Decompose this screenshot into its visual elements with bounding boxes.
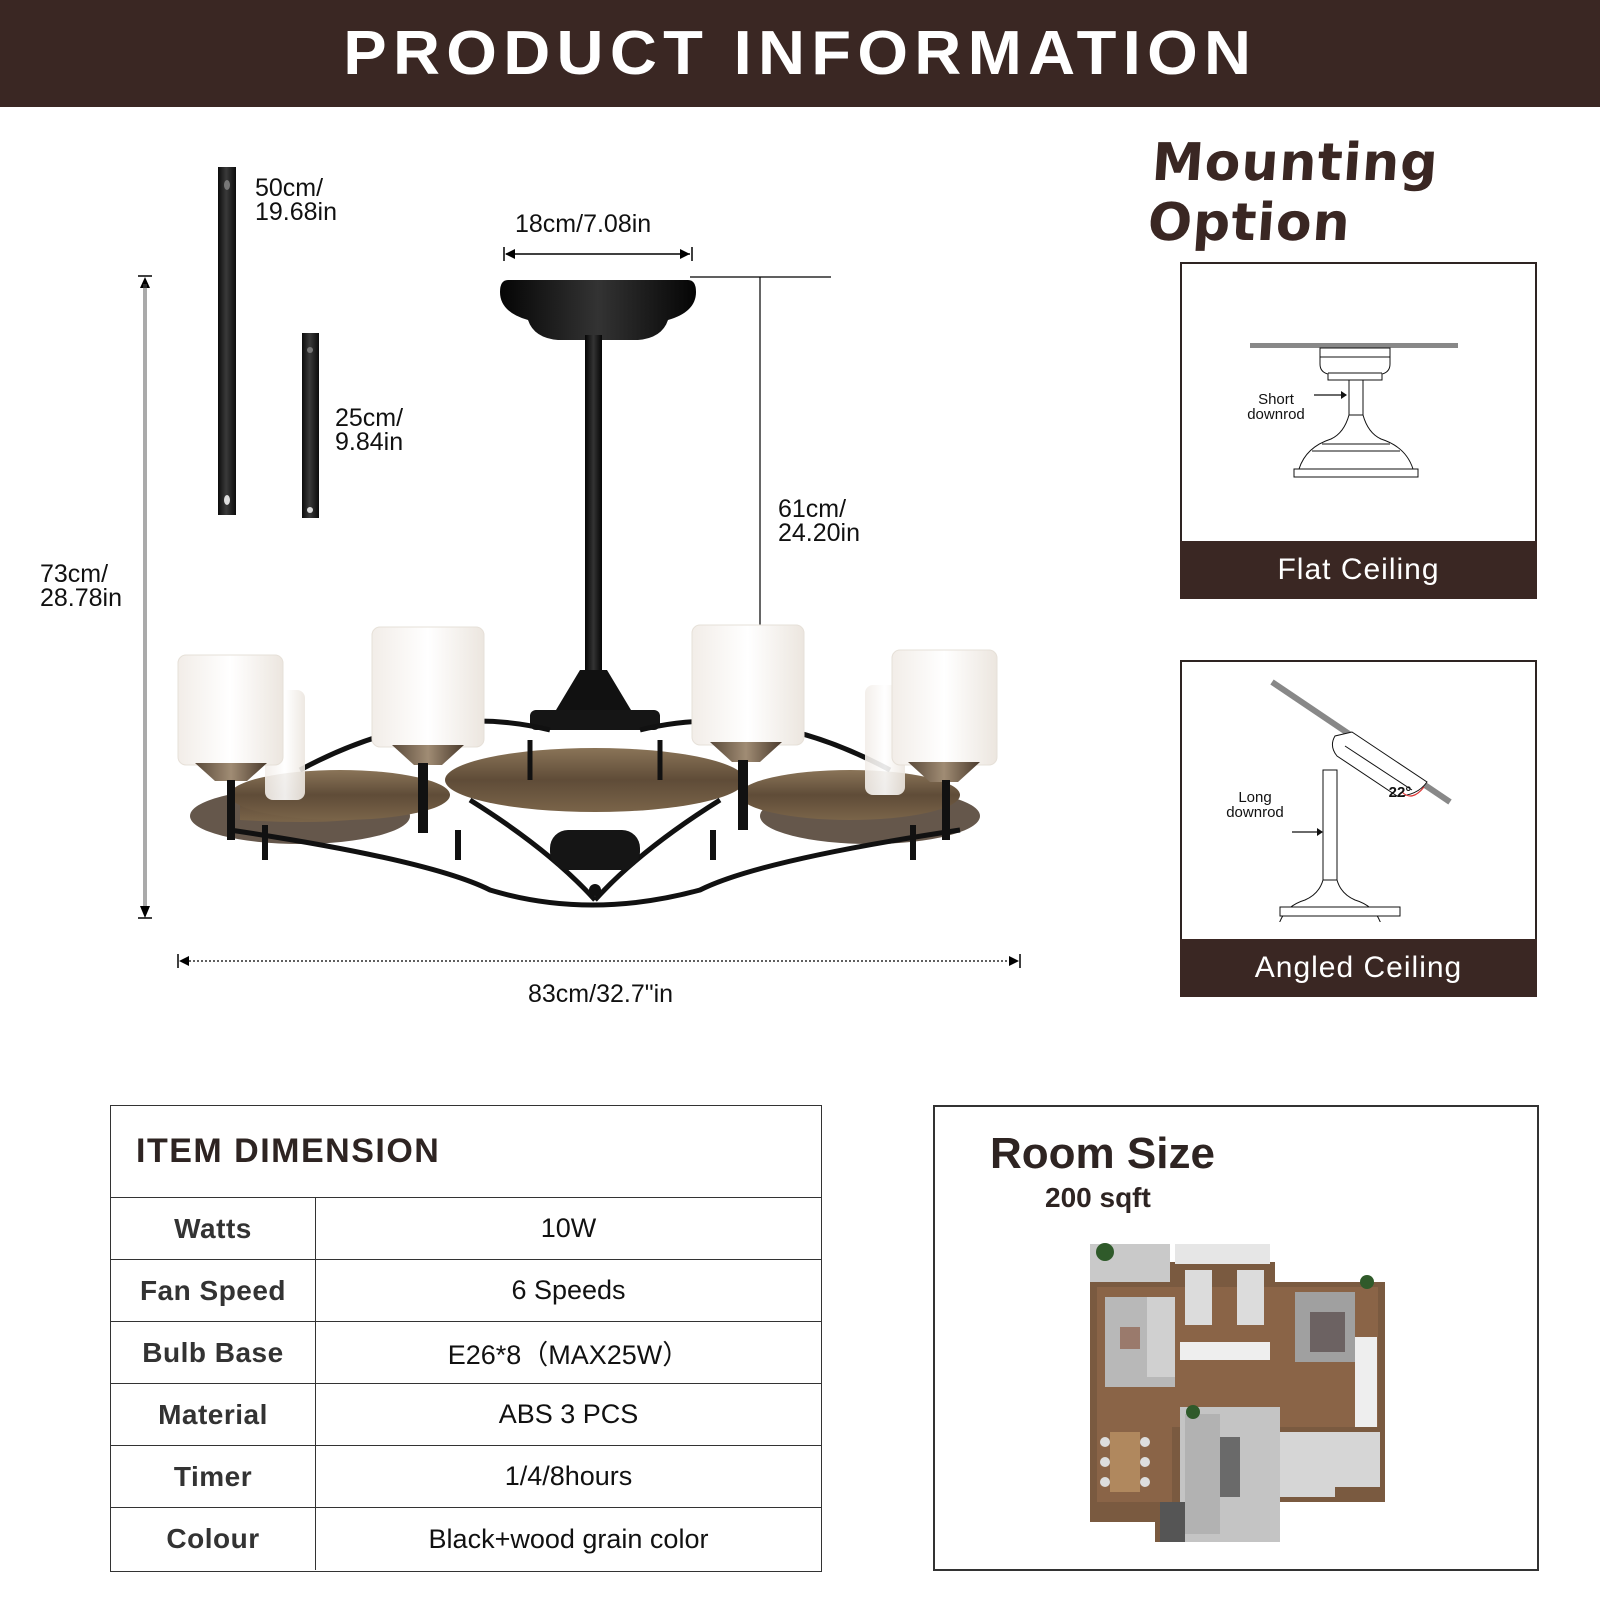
spec-key: Fan Speed [111,1260,316,1321]
spec-value: 1/4/8hours [504,1461,633,1491]
long-downrod [218,167,236,515]
ceiling-fan-illustration [177,280,998,908]
flat-ceiling-diagram [1250,343,1458,478]
table-row: Material ABS 3 PCS [111,1384,821,1446]
total-width-label: 83cm/32.7"in [528,980,674,1008]
total-height-in: 28.78in [40,584,123,612]
long-downrod-in: 19.68in [255,198,338,226]
table-title-row: ITEM DIMENSION [111,1106,821,1198]
long-downrod-cm: 50cm/ [255,174,324,202]
angled-ceiling-label: Angled Ceiling [1180,939,1537,997]
height-dimension-line [138,275,152,919]
long-downrod-label-line1: Long [1238,789,1272,806]
downrods-illustration [218,167,319,518]
canopy [500,280,696,340]
spec-key: Bulb Base [111,1322,316,1383]
spec-value: 10W [540,1213,597,1243]
short-downrod-label-line1: Short [1258,391,1294,408]
canopy-width-line [503,247,693,261]
spec-key: Colour [111,1508,316,1570]
table-title: ITEM DIMENSION [136,1132,441,1170]
spec-key: Watts [111,1198,316,1259]
spec-key: Material [111,1384,316,1445]
downrod [585,335,602,675]
drop-height-cm: 61cm/ [778,495,847,523]
mounting-option-title: Mounting Option [1145,133,1441,253]
item-dimension-table: ITEM DIMENSION Watts 10W Fan Speed 6 Spe… [110,1105,822,1572]
mounting-card-flat: Short downrod Flat Ceiling [1180,262,1537,599]
room-size-title: Room Size [990,1129,1215,1178]
room-size-card: Room Size 200 sqft [933,1105,1539,1571]
header-banner: PRODUCT INFORMATION [0,0,1600,107]
table-row: Bulb Base E26*8（MAX25W） [111,1322,821,1384]
short-downrod [302,333,319,518]
angle-label: 22° [1388,784,1412,801]
table-row: Colour Black+wood grain color [111,1508,821,1570]
room-size-value: 200 sqft [1045,1182,1151,1213]
canopy-width-label: 18cm/7.08in [515,210,652,238]
spec-value: E26*8（MAX25W） [447,1340,690,1370]
total-width-line [177,954,1021,968]
table-row: Timer 1/4/8hours [111,1446,821,1508]
glass-shades [177,624,998,766]
spec-value: 6 Speeds [511,1275,626,1305]
angled-ceiling-diagram [1270,679,1452,922]
mounting-card-angled: Long downrod 22° Angled Ceiling [1180,660,1537,997]
fan-blades [230,748,960,822]
spec-value: ABS 3 PCS [498,1399,639,1429]
page-title: PRODUCT INFORMATION [342,19,1258,88]
floor-plan-image [1090,1243,1385,1542]
table-row: Watts 10W [111,1198,821,1260]
spec-value: Black+wood grain color [428,1523,709,1554]
long-downrod-label-line2: downrod [1226,804,1284,821]
spec-key: Timer [111,1446,316,1507]
flat-ceiling-label: Flat Ceiling [1180,541,1537,599]
total-height-cm: 73cm/ [40,560,109,588]
short-downrod-cm: 25cm/ [335,404,404,432]
short-downrod-in: 9.84in [335,428,404,456]
short-downrod-label-line2: downrod [1247,406,1305,423]
drop-height-in: 24.20in [778,519,861,547]
table-row: Fan Speed 6 Speeds [111,1260,821,1322]
angled-base [1279,906,1401,917]
